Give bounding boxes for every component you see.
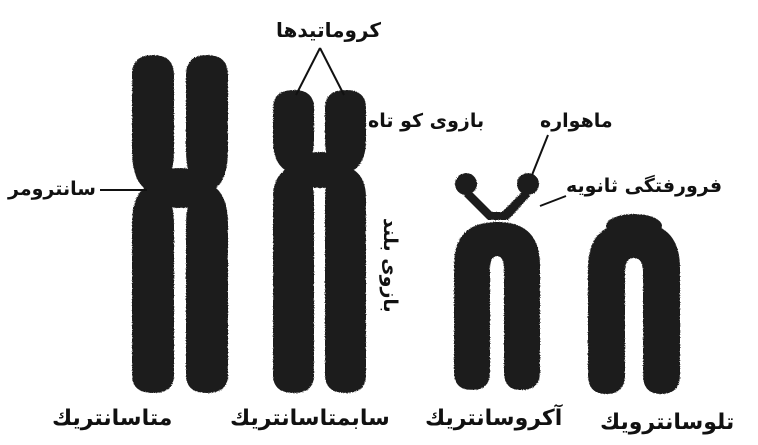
satellite-label: ماهواره (540, 112, 613, 131)
acrocentric-chromosome (454, 173, 540, 390)
acrocentric-body (454, 222, 540, 390)
acrocentric-caption: آکروسانتریك (425, 408, 562, 430)
submetacentric-chromosome (273, 90, 366, 393)
metacentric-caption: متاسانتریك (52, 408, 172, 430)
metacentric-right-chromatid (186, 55, 228, 393)
submetacentric-centromere (288, 152, 352, 188)
telocentric-centromere (606, 214, 662, 238)
chromatids-pointer-right (320, 48, 344, 95)
centromere-label: سانترومر (8, 180, 96, 199)
telocentric-caption: تلوسانترویك (600, 412, 734, 434)
acrocentric-stalks (464, 190, 530, 220)
secondary-constriction-label: فرورفتگی ثانویه (566, 177, 722, 196)
left-satellite (455, 173, 477, 195)
telocentric-chromosome (588, 214, 680, 394)
submetacentric-left-chromatid (273, 90, 314, 393)
submetacentric-right-chromatid (325, 90, 366, 393)
long-arm-label: بازوی بلند (380, 218, 399, 313)
satellite-pointer (532, 135, 548, 175)
metacentric-left-chromatid (132, 55, 174, 393)
chromatids-pointer-left (296, 48, 320, 95)
submetacentric-caption: سابمتاسانتریك (230, 408, 390, 430)
short-arm-label: بازوی کو تاه (368, 112, 484, 131)
constriction-pointer (540, 196, 566, 206)
telocentric-body (588, 222, 680, 394)
right-satellite (517, 173, 539, 195)
centromere-region (146, 168, 214, 208)
metacentric-chromosome (132, 55, 228, 393)
chromatids-label: کروماتیدها (276, 20, 381, 40)
